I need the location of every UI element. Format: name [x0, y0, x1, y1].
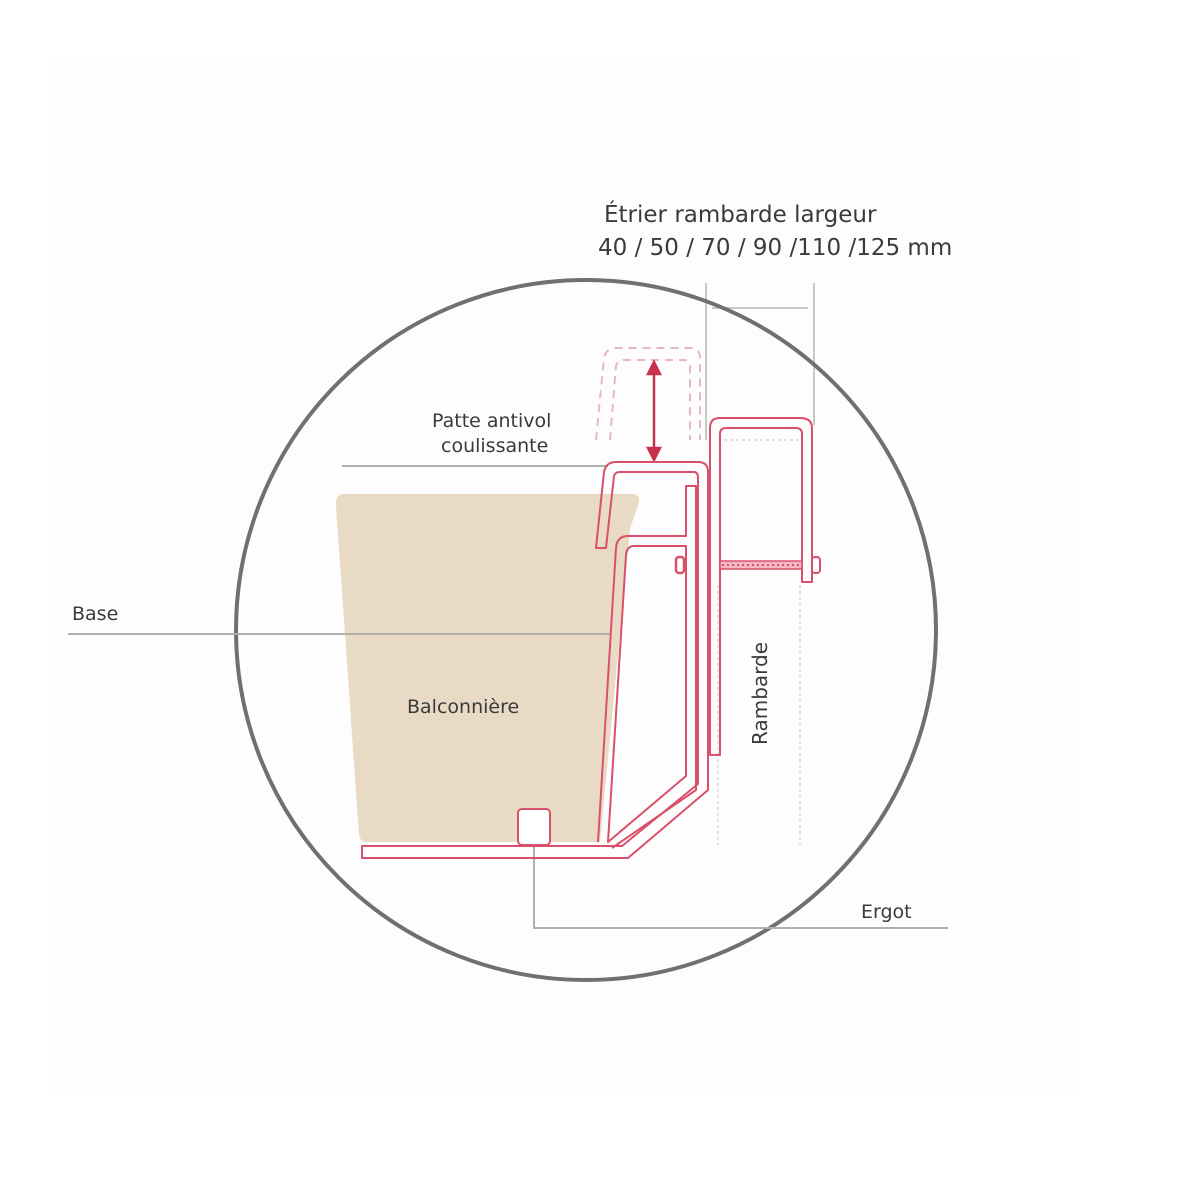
leader-lines	[68, 465, 948, 929]
label-patte-antivol: Patte antivol	[432, 410, 551, 432]
antitheft-clip-ghost	[595, 347, 701, 441]
planter-shape	[335, 494, 640, 842]
bracket-outline	[361, 417, 813, 859]
slide-arrow	[645, 359, 663, 463]
ergot-notch	[517, 808, 551, 846]
label-ergot: Ergot	[861, 901, 912, 923]
label-base: Base	[72, 603, 118, 625]
label-coulissante: coulissante	[441, 435, 548, 457]
label-rambarde: Rambarde	[748, 642, 772, 745]
label-balconniere: Balconnière	[407, 696, 519, 718]
threaded-rod	[674, 555, 821, 575]
title-line-2: 40 / 50 / 70 / 90 /110 /125 mm	[598, 235, 952, 261]
detail-circle	[234, 278, 938, 982]
railing-lines	[717, 439, 801, 845]
title-line-1: Étrier rambarde largeur	[604, 200, 877, 228]
